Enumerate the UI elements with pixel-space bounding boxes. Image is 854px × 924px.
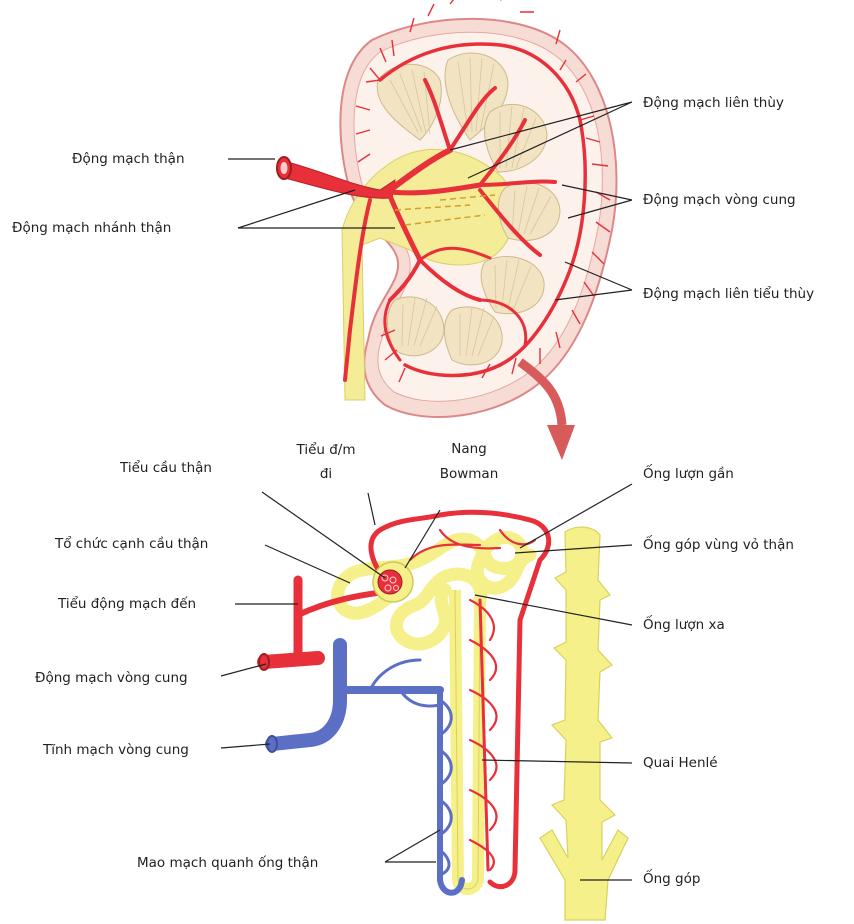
label-peritubular-capillaries: Mao mạch quanh ống thận <box>137 855 318 871</box>
label-distal-tubule: Ống lượn xa <box>643 617 725 633</box>
label-afferent-arteriole: Tiểu động mạch đến <box>58 596 196 612</box>
label-collecting-duct: Ống góp <box>643 871 700 887</box>
label-interlobar-artery: Động mạch liên thùy <box>643 95 784 111</box>
collecting-duct <box>540 527 628 920</box>
proximal-convoluted-tubule <box>338 538 530 614</box>
label-arcuate-vein: Tĩnh mạch vòng cung <box>43 742 189 758</box>
renal-artery-lumen <box>281 162 288 174</box>
arcuate-artery-opening <box>259 654 269 670</box>
label-interlobular-artery: Động mạch liên tiểu thùy <box>643 286 814 302</box>
label-renal-artery: Động mạch thận <box>72 151 185 167</box>
label-arcuate-artery-bottom: Động mạch vòng cung <box>35 670 188 686</box>
label-bowman-line1: Nang <box>424 441 514 457</box>
label-cortical-collecting-duct: Ống góp vùng vỏ thận <box>643 537 794 553</box>
label-juxtaglomerular: Tổ chức cạnh cầu thận <box>55 536 208 552</box>
label-segmental-artery: Động mạch nhánh thận <box>12 220 171 236</box>
label-proximal-tubule: Ống lượn gần <box>643 466 734 482</box>
label-glomerulus: Tiểu cầu thận <box>120 460 212 476</box>
kidney <box>277 0 617 417</box>
label-loop-of-henle: Quai Henlé <box>643 755 718 771</box>
label-arcuate-artery-top: Động mạch vòng cung <box>643 192 796 208</box>
label-efferent-arteriole-line2: đi <box>286 466 366 482</box>
label-efferent-arteriole-line1: Tiểu đ/m <box>286 442 366 458</box>
pyramid <box>498 182 560 240</box>
label-bowman-line2: Bowman <box>424 466 514 482</box>
